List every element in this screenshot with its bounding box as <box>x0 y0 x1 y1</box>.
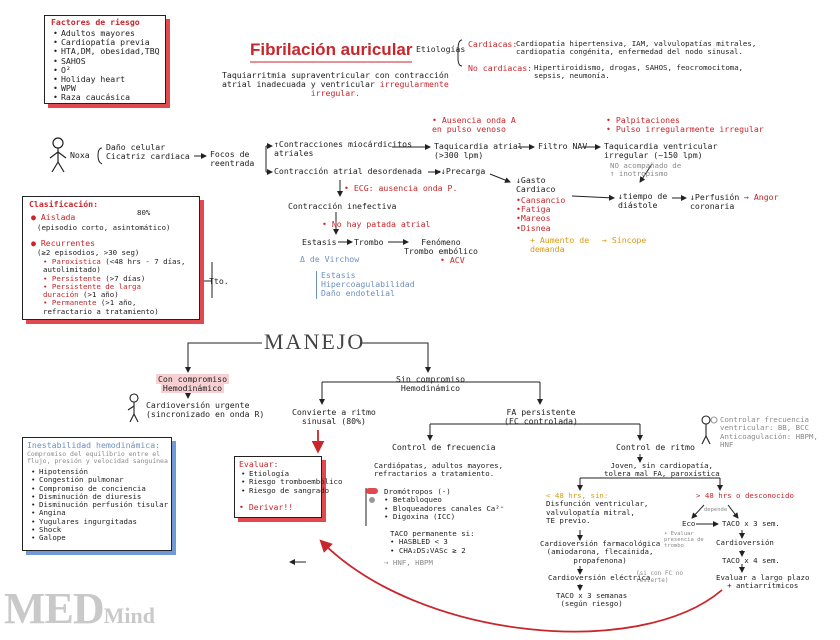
sintomas-list: •Cansancio•Fatiga•Mareos•Disnea <box>516 195 566 233</box>
recurrentes-label: ● Recurrentes <box>31 238 96 248</box>
lt48: < 48 hrs, sin:Disfunción ventricular,val… <box>546 491 649 525</box>
stick-figure-icon <box>49 137 67 173</box>
inestabilidad-list: HipotensiónCongestión pulmonarCompromiso… <box>29 467 168 543</box>
inestabilidad-box: Inestabilidad hemodinámica: Compromiso d… <box>22 437 172 551</box>
stick-figure-thinking-icon <box>701 415 718 445</box>
estasis: Estasis <box>302 237 337 247</box>
depende: depende <box>704 507 728 513</box>
no-acompanado: NO acompañado de↑ inotropismo <box>610 161 682 179</box>
recurrentes-list: • Paroxística (<48 hrs - 7 días, autolim… <box>43 257 186 316</box>
contraccion-desordenada: Contracción atrial desordenada <box>274 166 422 176</box>
aislada-label: ● Aislada <box>31 212 76 222</box>
cardioversion-2: Cardioversión <box>716 538 774 547</box>
trombo: Trombo <box>354 237 384 247</box>
pct-80: 80% <box>137 208 151 217</box>
taqui-atrial: Taquicardia atrial(>300 lpm) <box>434 141 523 161</box>
taco-3-semanas: TACO x 3 semanas(según riesgo) <box>556 591 628 609</box>
control-frecuencia-desc: Cardiópatas, adultos mayores,refractario… <box>374 461 504 479</box>
risk-factors-box: Factores de riesgo Adultos mayoresCardio… <box>44 15 166 104</box>
evaluar-list: EtiologíaRiesgo tromboembólicoRiesgo de … <box>239 469 342 495</box>
taco-permanente: TACO permanente si:• HASBLED < 3• CHA₂DS… <box>390 529 475 555</box>
evaluar-largo-plazo: Evaluar a largo plazo+ antiarrítmicos <box>716 573 810 591</box>
pills-icon <box>366 488 378 503</box>
no-patada-atrial: • No hay patada atrial <box>322 219 431 229</box>
angor: → Angor <box>744 192 779 202</box>
control-frecuencia-title: Control de frecuencia <box>392 442 496 452</box>
recurrentes-desc: (≥2 episodios, >30 seg) <box>37 248 140 257</box>
aislada-desc: (episodio corto, asintomático) <box>37 223 171 232</box>
derivar: • Derivar!! <box>239 502 294 512</box>
medmind-logo: MEDMind <box>4 584 156 633</box>
tto-label: Tto. <box>209 276 229 286</box>
ecg-onda-p: • ECG: ausencia onda P. <box>344 183 458 193</box>
classification-title: Clasificación: <box>29 199 99 209</box>
page-title: Fibrilación auricular <box>250 40 413 59</box>
taco-3-sem: TACO x 3 sem. <box>722 519 780 528</box>
risk-factors-title: Factores de riesgo <box>51 17 140 27</box>
manejo-title: MANEJO <box>264 329 366 354</box>
palpitaciones: • Palpitaciones• Pulso irregularmente ir… <box>606 115 764 135</box>
no-cardiacas-label: No cardiacas: <box>468 63 533 73</box>
taco-4-sem: TACO x 4 sem. <box>722 556 780 565</box>
definition: Taquiarritmia supraventricular con contr… <box>222 70 449 99</box>
eco: Eco <box>682 519 696 528</box>
cardioversion-farmacologica: Cardioversión farmacológica(amiodarona, … <box>540 539 661 565</box>
cardiacas-text: Cardiopatía hipertensiva, IAM, valvulopa… <box>516 39 757 57</box>
dromotropos: Dromótropos (-)• Betabloqueo• Bloqueador… <box>384 487 505 521</box>
fa-persistente: FA persistente(FC controlada) <box>504 407 578 427</box>
inestabilidad-title: Inestabilidad hemodinámica: <box>27 440 161 450</box>
acv: • ACV <box>440 255 465 265</box>
cardiacas-label: Cardiacas: <box>468 39 518 49</box>
stick-figure-bed-icon <box>127 393 139 423</box>
etiologias-label: Etiologías <box>416 44 466 54</box>
cardioversion-urgente: Cardioversión urgente(sincronizado en on… <box>146 400 265 420</box>
gt48: > 48 hrs o desconocido <box>696 491 794 500</box>
classification-box: Clasificación: ● Aislada 80% (episodio c… <box>22 196 229 320</box>
cardioversion-electrica: Cardioversión eléctrica <box>548 573 651 582</box>
precarga: →↓Precarga <box>436 166 486 176</box>
no-cardiacas-text: Hipertiroidismo, drogas, SAHOS, feocromo… <box>534 63 744 81</box>
risk-factors-list: Adultos mayoresCardiopatía previaHTA,DM,… <box>51 28 160 102</box>
evaluar-title: Evaluar: <box>239 459 279 469</box>
virchow-title: Δ de Virchow <box>300 254 360 264</box>
control-ritmo-title: Control de ritmo <box>616 442 695 452</box>
sincope: → Síncope <box>602 235 647 245</box>
hnf-hbpm: → HNF, HBPM <box>384 558 433 567</box>
filtro-nav: Filtro NAV <box>538 141 588 151</box>
control-ritmo-joven: Joven, sin cardiopatía,tolera mal FA, pa… <box>604 461 720 479</box>
contraccion-inefectiva: Contracción inefectiva <box>288 201 397 211</box>
noxa-label: Noxa <box>70 150 90 160</box>
evaluar-box: Evaluar: EtiologíaRiesgo tromboembólicoR… <box>234 456 342 518</box>
